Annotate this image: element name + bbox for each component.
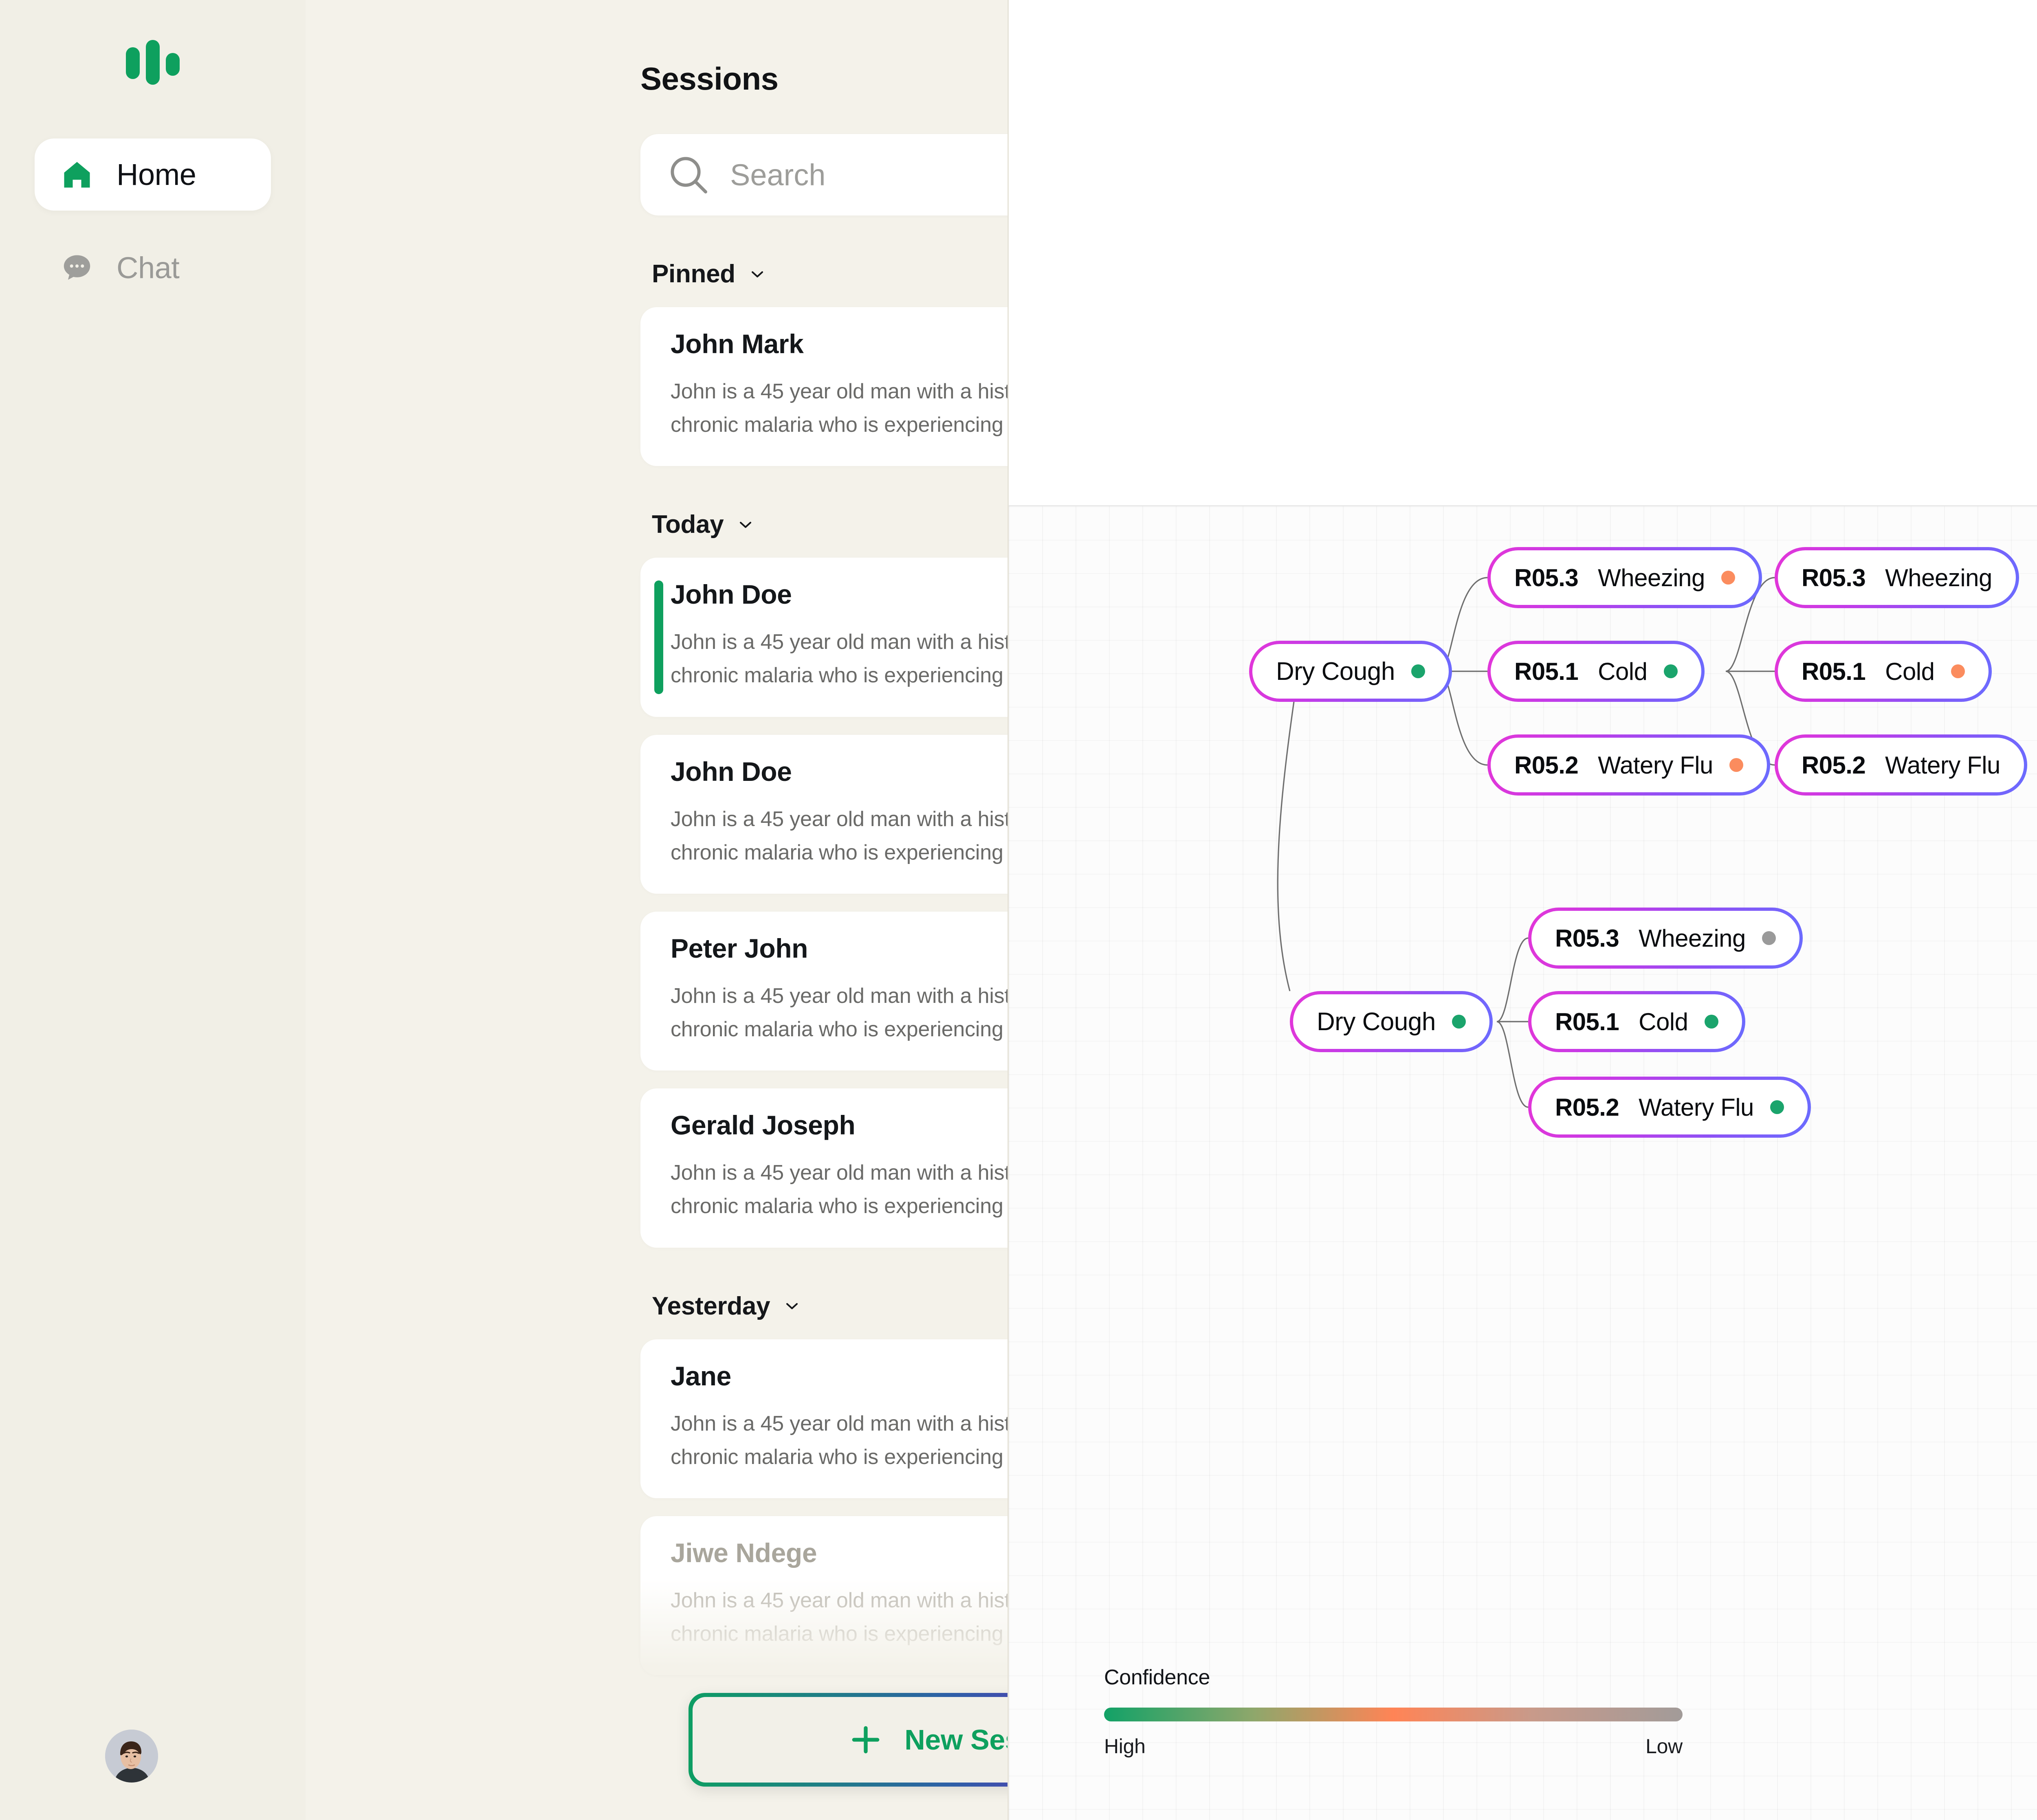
session-name: Jane (671, 1361, 731, 1391)
group-label: Today (652, 510, 724, 539)
new-session-label: New Session (904, 1724, 1008, 1756)
chat-bubble-icon (60, 251, 94, 285)
graph-edges (1277, 577, 1775, 1108)
confidence-dot (1762, 931, 1776, 945)
session-card[interactable]: John Mark 12:53 PM John is a 45 year old… (640, 307, 1008, 466)
graph-node-root[interactable]: Dry Cough (1249, 641, 1452, 702)
legend-title: Confidence (1104, 1666, 1210, 1689)
left-rail: Home Chat (0, 0, 306, 1820)
node-label: Cold (1598, 657, 1648, 685)
chevron-down-icon (736, 515, 755, 534)
rail-nav: Home Chat (35, 138, 271, 304)
node-label: Dry Cough (1317, 1007, 1436, 1036)
session-name: John Doe (671, 579, 792, 610)
node-code: R05.3 (1802, 564, 1866, 591)
node-label: Wheezing (1639, 924, 1746, 952)
session-card[interactable]: Gerald Joseph 12:53 PM John is a 45 year… (640, 1088, 1008, 1248)
confidence-dot (1729, 758, 1743, 772)
node-label: Watery Flu (1639, 1093, 1754, 1121)
confidence-dot (1704, 1015, 1718, 1029)
confidence-dot (1663, 664, 1678, 678)
group-header-yesterday[interactable]: Yesterday (652, 1292, 1008, 1321)
legend-low-label: Low (1645, 1735, 1683, 1758)
session-name: Gerald Joseph (671, 1110, 856, 1141)
sessions-title: Sessions (640, 61, 779, 97)
home-icon (60, 158, 94, 192)
confidence-gradient-bar (1104, 1708, 1683, 1721)
session-card[interactable]: Jane 12:53 PM John is a 45 year old man … (640, 1339, 1008, 1498)
search-input[interactable] (730, 157, 1008, 192)
node-label: Watery Flu (1598, 751, 1713, 779)
search-icon (666, 152, 711, 198)
graph-node-code[interactable]: R05.1 Cold (1487, 641, 1705, 702)
graph-node-code[interactable]: R05.2 Watery Flu (1528, 1077, 1811, 1138)
avatar-image (105, 1730, 158, 1783)
node-label: Cold (1885, 657, 1935, 685)
graph-node-code[interactable]: R05.3 Wheezing (1487, 547, 1762, 608)
sidebar-item-chat-label: Chat (117, 251, 180, 285)
avatar[interactable] (105, 1730, 158, 1783)
group-header-pinned[interactable]: Pinned (652, 259, 1008, 288)
plus-icon (848, 1722, 883, 1757)
main-content: Patient Consultation Patient ID: 1220 20… (1009, 0, 2037, 1820)
sidebar-item-chat[interactable]: Chat (35, 232, 271, 304)
node-code: R05.2 (1555, 1093, 1619, 1121)
graph-node-root[interactable]: Dry Cough (1290, 991, 1493, 1052)
confidence-dot (1411, 664, 1425, 678)
search-bar[interactable] (640, 134, 1008, 215)
graph-node-code[interactable]: R05.2 Watery Flu (1487, 734, 1770, 796)
session-snippet: John is a 45 year old man with a history… (671, 1411, 1008, 1469)
session-snippet: John is a 45 year old man with a history… (671, 984, 1008, 1042)
graph-node-code[interactable]: R05.1 Cold (1528, 991, 1745, 1052)
confidence-dot (1951, 664, 1965, 678)
confidence-dot (1452, 1015, 1466, 1029)
node-code: R05.2 (1514, 751, 1579, 779)
sessions-panel: Sessions Pinned (306, 0, 1009, 1820)
group-label: Yesterday (652, 1292, 770, 1320)
session-snippet: John is a 45 year old man with a history… (671, 630, 1008, 688)
node-code: R05.2 (1802, 751, 1866, 779)
confidence-dot (1721, 571, 1735, 585)
session-card[interactable]: John Doe 12:53 PM John is a 45 year old … (640, 558, 1008, 717)
node-code: R05.3 (1514, 564, 1579, 591)
node-code: R05.1 (1555, 1008, 1619, 1035)
app-logo (126, 36, 180, 85)
group-header-today[interactable]: Today (652, 510, 1008, 539)
medical-codes-graph[interactable]: Dry Cough R05.3 Wheezing R05.1 Cold R05.… (1009, 505, 2037, 1820)
session-name: Jiwe Ndege (671, 1537, 817, 1568)
new-session-button[interactable]: New Session (689, 1693, 1008, 1787)
chevron-down-icon (782, 1296, 802, 1316)
sidebar-item-home[interactable]: Home (35, 138, 271, 211)
session-snippet: John is a 45 year old man with a history… (671, 380, 1008, 437)
session-snippet: John is a 45 year old man with a history… (671, 1161, 1008, 1218)
node-label: Cold (1639, 1008, 1688, 1035)
node-code: R05.1 (1802, 657, 1866, 685)
legend-high-label: High (1104, 1735, 1146, 1758)
session-card[interactable]: John Doe 12:53 PM John is a 45 year old … (640, 734, 1008, 894)
confidence-dot (1770, 1100, 1784, 1114)
session-card[interactable]: Peter John 12:53 PM John is a 45 year ol… (640, 911, 1008, 1071)
node-code: R05.1 (1514, 657, 1579, 685)
graph-node-code[interactable]: R05.2 Watery Flu (1775, 734, 2027, 796)
sidebar-item-home-label: Home (117, 158, 196, 191)
session-snippet: John is a 45 year old man with a history… (671, 1588, 1008, 1646)
session-name: John Mark (671, 329, 804, 359)
node-label: Wheezing (1885, 564, 1992, 591)
node-label: Wheezing (1598, 564, 1705, 591)
node-label: Watery Flu (1885, 751, 2000, 779)
graph-node-code[interactable]: R05.1 Cold (1775, 641, 1992, 702)
session-card[interactable]: Jiwe Ndege 12:53 PM John is a 45 year ol… (640, 1516, 1008, 1675)
confidence-legend: Confidence High Low (1104, 1665, 1683, 1758)
session-name: John Doe (671, 756, 792, 787)
node-label: Dry Cough (1276, 657, 1395, 686)
group-label: Pinned (652, 260, 735, 288)
node-code: R05.3 (1555, 924, 1619, 952)
graph-node-code[interactable]: R05.3 Wheezing (1528, 908, 1803, 969)
chevron-down-icon (748, 264, 767, 284)
session-name: Peter John (671, 933, 808, 963)
session-snippet: John is a 45 year old man with a history… (671, 807, 1008, 864)
graph-node-code[interactable]: R05.3 Wheezing (1775, 547, 2019, 608)
